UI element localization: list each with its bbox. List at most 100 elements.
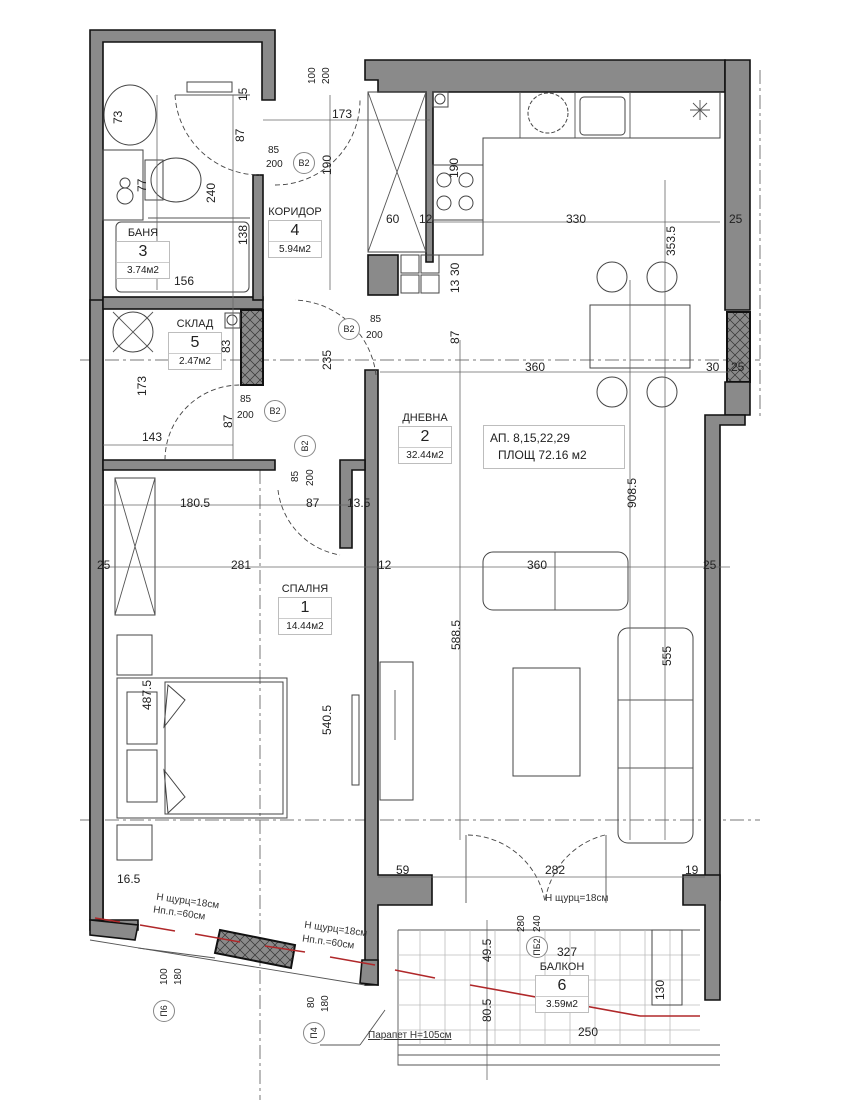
- room-tag-storage: СКЛАД 5 2.47м2: [168, 318, 222, 370]
- room-number: 3: [117, 242, 169, 263]
- dim-label: 30: [448, 262, 462, 276]
- room-name: БАЛКОН: [539, 961, 585, 973]
- dim-label: 77: [135, 178, 149, 192]
- window-height-label: 180: [173, 968, 184, 985]
- dim-label: 360: [525, 360, 546, 374]
- door-height-label: 200: [305, 469, 316, 486]
- room-name: СКЛАД: [176, 318, 214, 330]
- door-height-label: 200: [266, 159, 283, 170]
- door-tag-pb2-balcony: ПБ2: [526, 936, 548, 958]
- door-tag-b2-bedroom: B2: [294, 435, 316, 457]
- room-tag-balcony: БАЛКОН 6 3.59м2: [535, 961, 589, 1013]
- room-number: 2: [399, 427, 451, 448]
- dim-label: 173: [332, 107, 353, 121]
- room-name: ДНЕВНА: [402, 412, 448, 424]
- dim-label: 282: [545, 863, 566, 877]
- door-width-label: 280: [516, 915, 527, 932]
- door-width-label: 85: [290, 470, 301, 482]
- room-area: 14.44м2: [286, 621, 324, 632]
- facade-windows: [89, 917, 700, 1046]
- room-number: 5: [169, 333, 221, 354]
- bedroom-furniture: [114, 477, 360, 861]
- door-height-label: 200: [366, 330, 383, 341]
- dim-label: 60: [386, 212, 400, 226]
- room-box: 2 32.44м2: [398, 426, 452, 464]
- room-box: 1 14.44м2: [278, 597, 332, 635]
- room-tag-corridor: КОРИДОР 4 5.94м2: [268, 206, 322, 258]
- room-tag-bathroom: БАНЯ 3 3.74м2: [116, 227, 170, 279]
- dim-label: 30: [706, 360, 720, 374]
- dim-label: 240: [204, 182, 218, 203]
- room-tag-living: ДНЕВНА 2 32.44м2: [398, 412, 452, 464]
- door-height-label: 200: [321, 67, 332, 84]
- store-fixtures: [112, 311, 241, 353]
- room-box: 6 3.59м2: [535, 975, 589, 1013]
- dim-label: 190: [320, 154, 334, 175]
- dim-label: 487.5: [140, 679, 154, 710]
- room-box: 4 5.94м2: [268, 220, 322, 258]
- dim-label: 83: [219, 339, 233, 353]
- door-tag-b2-storage: B2: [264, 400, 286, 422]
- walls: [89, 29, 751, 1001]
- room-area: 5.94м2: [279, 244, 311, 255]
- dim-label: 13.5: [347, 496, 371, 510]
- dim-label: 235: [320, 349, 334, 370]
- dim-label: 25: [729, 212, 743, 226]
- dim-label: 25: [731, 360, 745, 374]
- window-tag-p4: П4: [303, 1022, 325, 1044]
- lintel-note: Н щурц=18см: [545, 893, 609, 904]
- dim-label: 13: [448, 279, 462, 293]
- dim-label: 15: [236, 87, 250, 101]
- room-tag-bedroom: СПАЛНЯ 1 14.44м2: [278, 583, 332, 635]
- dim-label: 138: [236, 224, 250, 245]
- window-height-label: 180: [320, 995, 331, 1012]
- dim-label: 12: [419, 212, 433, 226]
- room-number: 6: [536, 976, 588, 997]
- window-width-label: 100: [159, 968, 170, 985]
- window-width-label: 80: [306, 996, 317, 1008]
- door-width-label: 85: [240, 394, 252, 405]
- dim-label: 87: [306, 496, 320, 510]
- apartment-info-box: АП. 8,15,22,29 ПЛОЩ 72.16 м2: [483, 425, 625, 469]
- apartment-area: ПЛОЩ 72.16 м2: [498, 448, 587, 462]
- dim-label: 59: [396, 863, 410, 877]
- dim-label: 156: [174, 274, 195, 288]
- door-width-label: 85: [268, 145, 280, 156]
- dim-label: 353.5: [664, 225, 678, 256]
- parapet-note: Парапет Н=105см: [368, 1030, 452, 1041]
- door-width-label: 85: [370, 314, 382, 325]
- dim-label: 25: [97, 558, 111, 572]
- dim-label: 19: [685, 863, 699, 877]
- dim-label: 588.5: [449, 619, 463, 650]
- room-number: 4: [269, 221, 321, 242]
- dim-label: 16.5: [117, 872, 141, 886]
- dim-label: 87: [233, 128, 247, 142]
- dimension-lines: [103, 95, 730, 878]
- room-area: 3.74м2: [127, 265, 159, 276]
- dim-label: 281: [231, 558, 252, 572]
- dim-label: 143: [142, 430, 163, 444]
- dim-label: 555: [660, 645, 674, 666]
- room-name: СПАЛНЯ: [281, 583, 329, 595]
- dim-label: 87: [221, 414, 235, 428]
- dim-label: 190: [447, 157, 461, 178]
- room-name: БАНЯ: [127, 227, 159, 239]
- room-area: 3.59м2: [546, 999, 578, 1010]
- living-furniture: [379, 551, 694, 844]
- door-width-label: 100: [307, 67, 318, 84]
- apartment-label: АП. 8,15,22,29: [490, 431, 570, 445]
- dim-label: 250: [578, 1025, 599, 1039]
- dim-label: 173: [135, 375, 149, 396]
- room-area: 2.47м2: [179, 356, 211, 367]
- dim-label: 25: [703, 558, 717, 572]
- kitchen-fixtures: [367, 91, 721, 294]
- room-area: 32.44м2: [406, 450, 444, 461]
- dim-label: 12: [378, 558, 392, 572]
- door-height-label: 240: [532, 915, 543, 932]
- room-box: 5 2.47м2: [168, 332, 222, 370]
- dim-label: 330: [566, 212, 587, 226]
- dining-set: [589, 261, 691, 408]
- dim-label: 180.5: [180, 496, 211, 510]
- dim-label: 73: [111, 110, 125, 124]
